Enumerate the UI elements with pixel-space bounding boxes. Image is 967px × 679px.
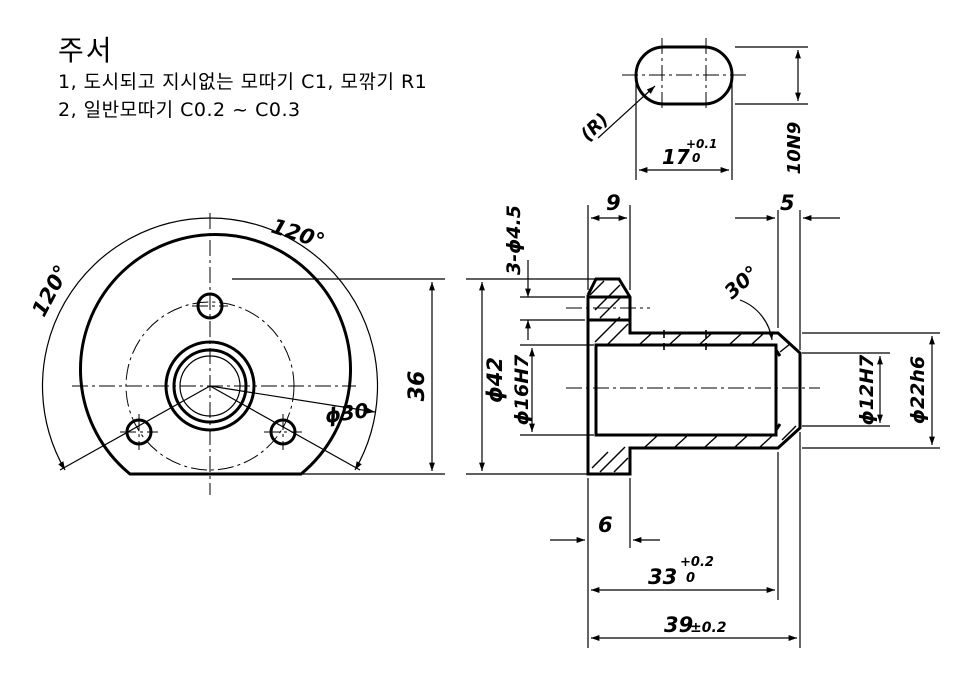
chamfer-30-label: 30° <box>719 261 763 304</box>
len-33-tol-lower: 0 <box>686 571 695 586</box>
slot-r-label: (R) <box>577 109 613 145</box>
notes-line-1: 1, 도시되고 지시없는 모따기 C1, 모깎기 R1 <box>58 71 428 93</box>
holes-label: 3-ϕ4.5 <box>503 205 525 275</box>
hatch-upper <box>589 280 791 353</box>
angle-left-label: 120° <box>27 261 74 320</box>
dia-42-label: ϕ42 <box>483 357 507 403</box>
slot-17-tol-lower: 0 <box>692 151 700 165</box>
slot-17-label: 17 <box>662 145 690 169</box>
len-39-tol: ±0.2 <box>690 620 727 636</box>
height-36-label: 36 <box>405 371 430 402</box>
front-view: 120° 120° 36 ϕ30 <box>27 213 445 495</box>
section-view: ϕ42 <box>466 191 940 648</box>
slot-10-label: 10N9 <box>784 122 805 175</box>
slot-detail: 10N9 17 +0.1 0 (R) <box>577 38 808 180</box>
slot-17-tol-upper: +0.1 <box>686 137 717 151</box>
notes-title: 주서 <box>58 34 114 67</box>
bore-12-label: ϕ12H7 <box>856 354 878 425</box>
hatch-lower <box>591 425 797 473</box>
flange-6-label: 6 <box>598 513 613 537</box>
angle-arc-right <box>209 217 379 471</box>
len-39-label: 39 <box>664 613 693 637</box>
notes-block: 주서 1, 도시되고 지시없는 모따기 C1, 모깎기 R1 2, 일반모따기 … <box>58 34 427 124</box>
front-view-outline <box>79 233 352 476</box>
flange-9-label: 9 <box>606 191 621 215</box>
len-5-label: 5 <box>780 191 795 215</box>
section-outline <box>586 277 802 476</box>
len-33-tol-upper: +0.2 <box>680 555 714 570</box>
notes-line-2: 2, 일반모따기 C0.2 ~ C0.3 <box>58 99 301 121</box>
bore-16-label: ϕ16H7 <box>511 354 533 425</box>
od-22-label: ϕ22h6 <box>907 356 929 424</box>
angle-arc-left <box>41 217 211 471</box>
len-33-label: 33 <box>648 565 677 589</box>
pcd-30-label: ϕ30 <box>323 398 370 428</box>
angle-top-label: 120° <box>268 214 327 254</box>
